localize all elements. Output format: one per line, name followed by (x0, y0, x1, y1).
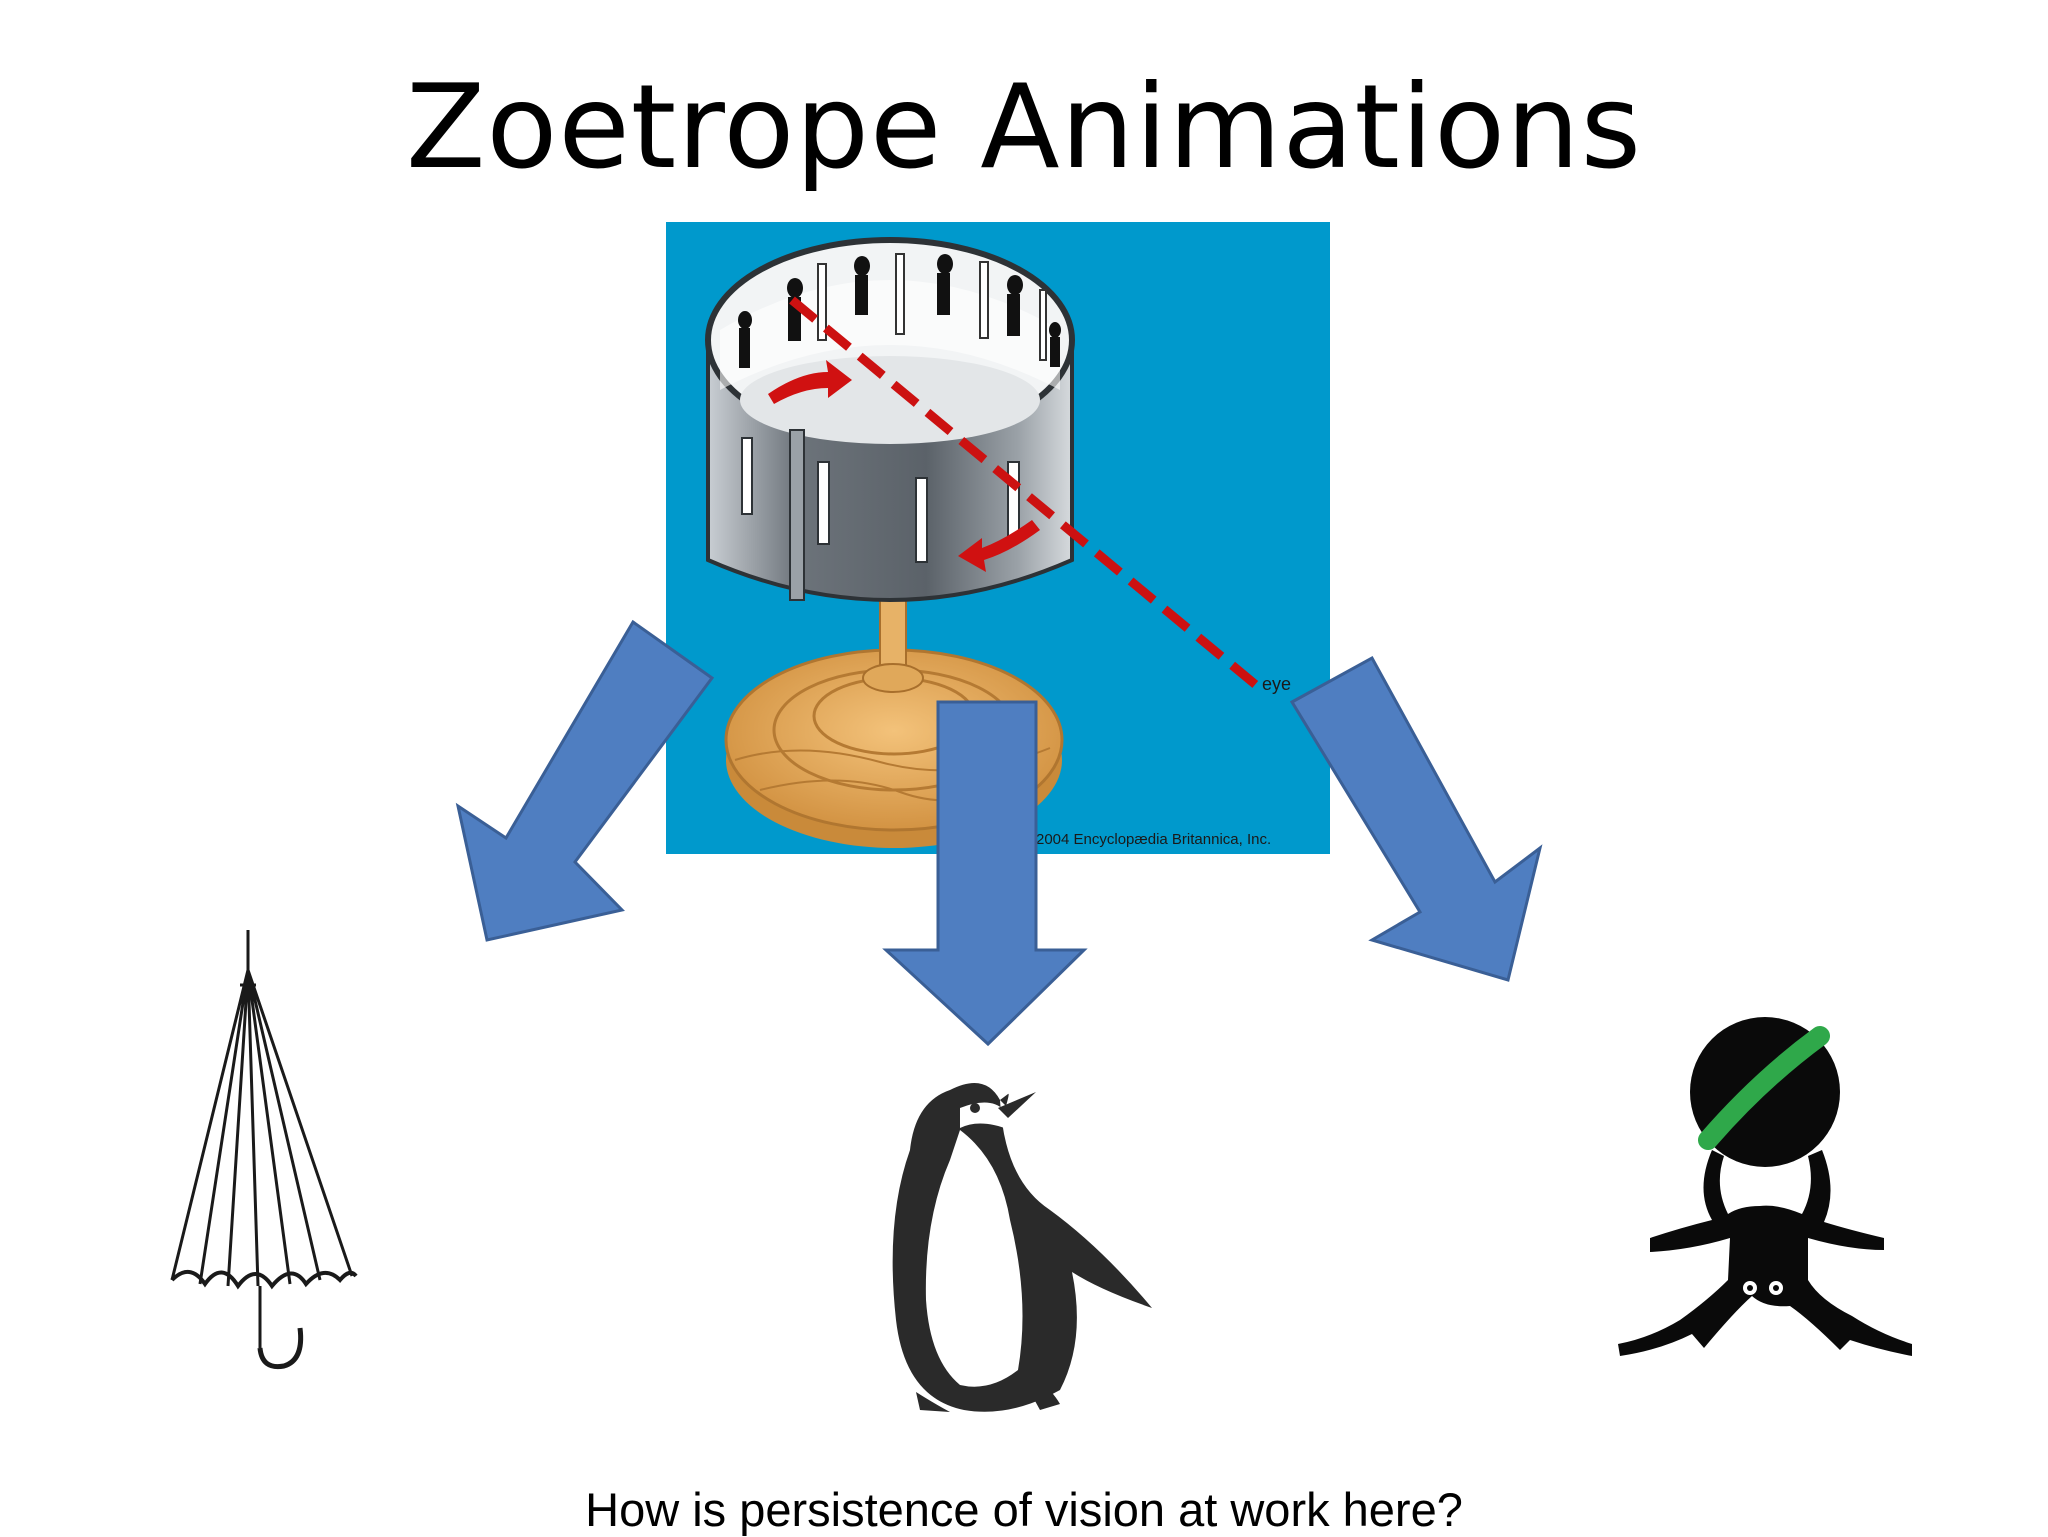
slide-title: Zoetrope Animations (405, 60, 1643, 195)
umbrella-icon (170, 930, 358, 1370)
rotation-arrow-bottom (958, 520, 1040, 572)
frog-with-ball-icon (1618, 1017, 1912, 1356)
sight-line (768, 296, 1265, 694)
arrow-to-penguin[interactable] (882, 700, 1088, 1047)
inner-slots (817, 253, 1047, 361)
outer-slots (741, 437, 1020, 563)
arrow-to-umbrella[interactable] (455, 619, 715, 942)
runner-figures (738, 254, 1061, 368)
zoetrope-image: eye 2004 Encyclopædia Britannica, Inc. (666, 222, 1330, 854)
penguin-icon (892, 1082, 1152, 1412)
stem (862, 599, 924, 693)
drum (705, 237, 1075, 602)
copyright-text: 2004 Encyclopædia Britannica, Inc. (1036, 831, 1271, 848)
arrow-to-frog[interactable] (1289, 655, 1543, 982)
slide-caption: How is persistence of vision at work her… (585, 1483, 1463, 1536)
rotation-arrow-top (768, 360, 852, 404)
eye-label: eye (1262, 674, 1291, 694)
